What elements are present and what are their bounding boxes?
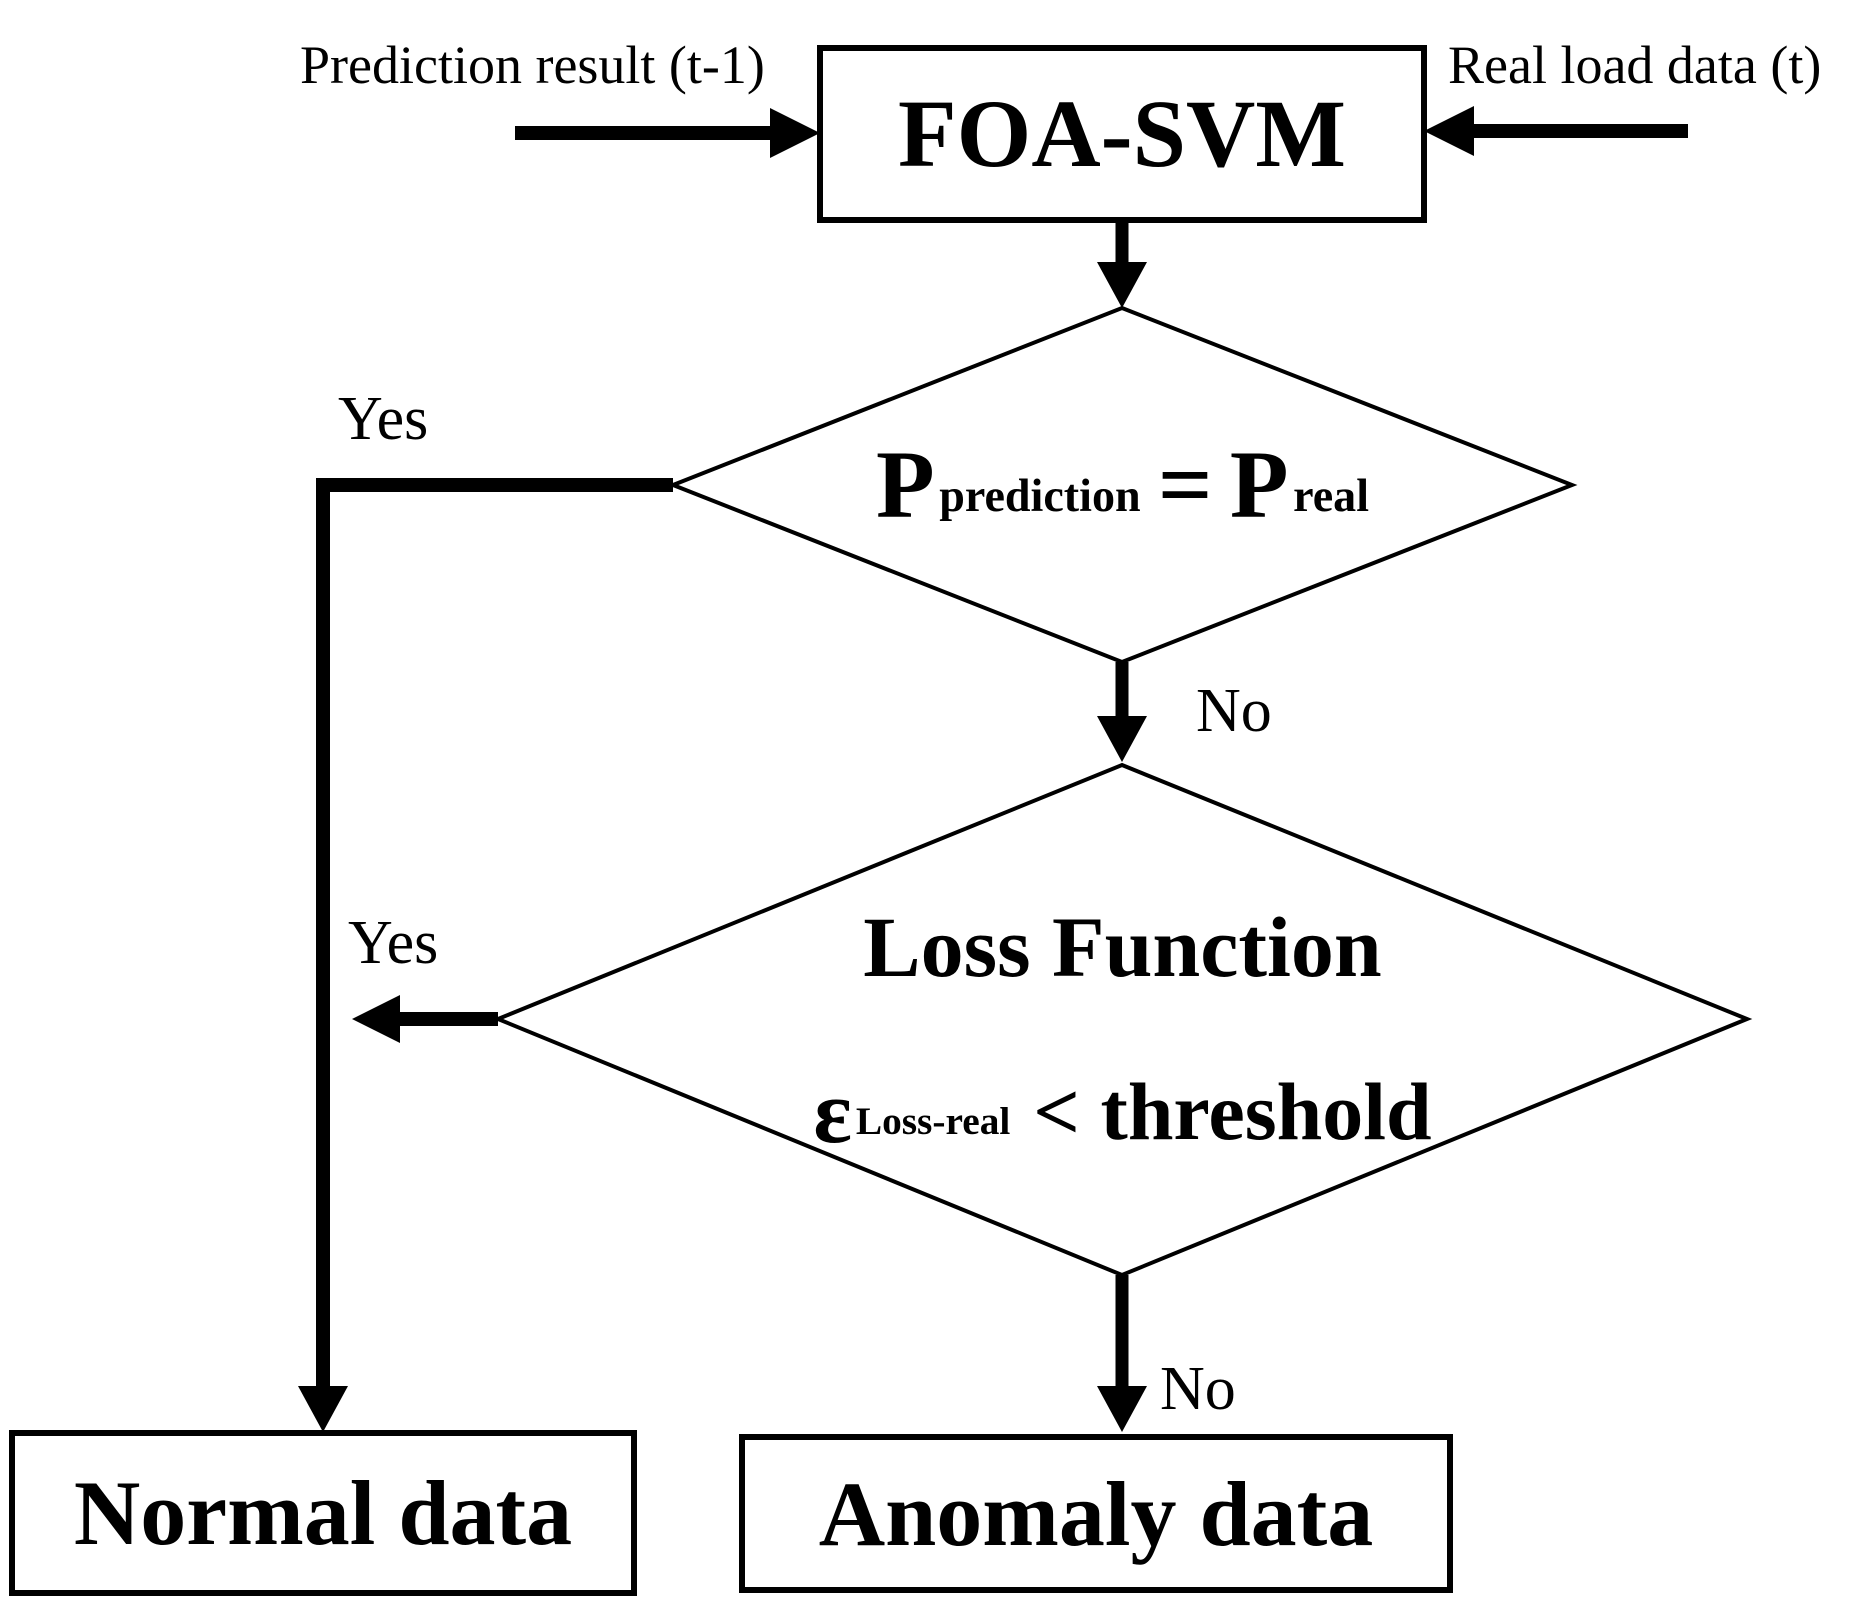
real-load-input-label: Real load data (t) [1448, 35, 1822, 95]
decision1-equals: = [1157, 431, 1213, 538]
normal-data-label: Normal data [73, 1462, 573, 1564]
arrow-down-process-to-decision1-icon [1097, 220, 1147, 308]
decision1-p-left: P [875, 431, 935, 538]
anomaly-data-box-outline [739, 1434, 1453, 1593]
decision1-p-right: P [1229, 431, 1289, 538]
decision2-title: Loss Function [863, 899, 1382, 995]
prediction-input-label: Prediction result (t-1) [300, 35, 765, 95]
arrow-right-prediction-input-icon [515, 108, 820, 158]
process-box-label: FOA-SVM [898, 80, 1346, 187]
normal-data-box-outline [9, 1430, 637, 1596]
decision2-comparison: < threshold [1033, 1066, 1432, 1157]
arrow-down-decision1-to-decision2-icon [1097, 662, 1147, 762]
process-box-outline [817, 45, 1427, 223]
decision1-p-right-subscript: real [1293, 470, 1369, 521]
decision1-yes-label: Yes [338, 385, 429, 453]
arrow-down-decision2-to-anomaly-icon [1097, 1275, 1147, 1432]
decision2-yes-label: Yes [348, 909, 439, 977]
decision1-p-left-subscript: prediction [939, 470, 1141, 521]
anomaly-data-label: Anomaly data [818, 1462, 1374, 1565]
decision1-no-label: No [1196, 677, 1272, 745]
decision2-epsilon-subscript: Loss-real [855, 1098, 1011, 1143]
decision2-diamond-outline [492, 762, 1753, 1278]
arrow-left-real-load-input-icon [1424, 106, 1688, 156]
yes1-branch-arrow-icon [298, 478, 673, 1432]
decision2-epsilon: ε [813, 1061, 852, 1162]
yes2-branch-arrow-icon [352, 995, 498, 1043]
decision2-no-label: No [1160, 1355, 1236, 1423]
